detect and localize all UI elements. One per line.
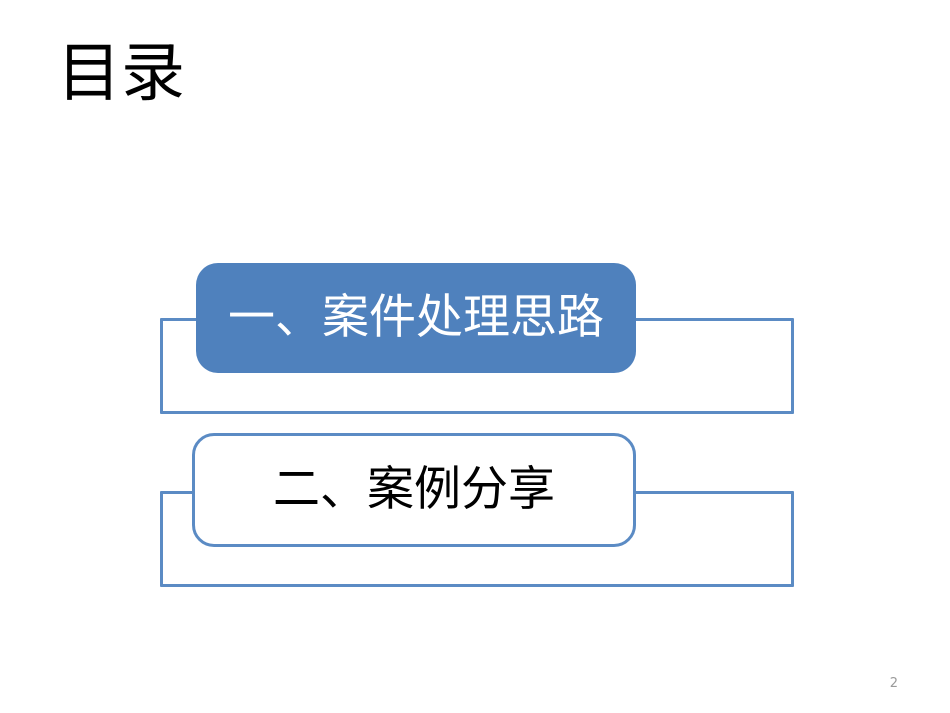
agenda-item-1-label: 一、案件处理思路: [228, 290, 604, 346]
slide-number: 2: [889, 676, 898, 691]
agenda-item-1-box[interactable]: 一、案件处理思路: [196, 263, 636, 373]
agenda-item-2-box[interactable]: 二、案例分享: [192, 433, 636, 547]
agenda-item-2-label: 二、案例分享: [273, 462, 555, 518]
page-title: 目录: [57, 37, 185, 111]
